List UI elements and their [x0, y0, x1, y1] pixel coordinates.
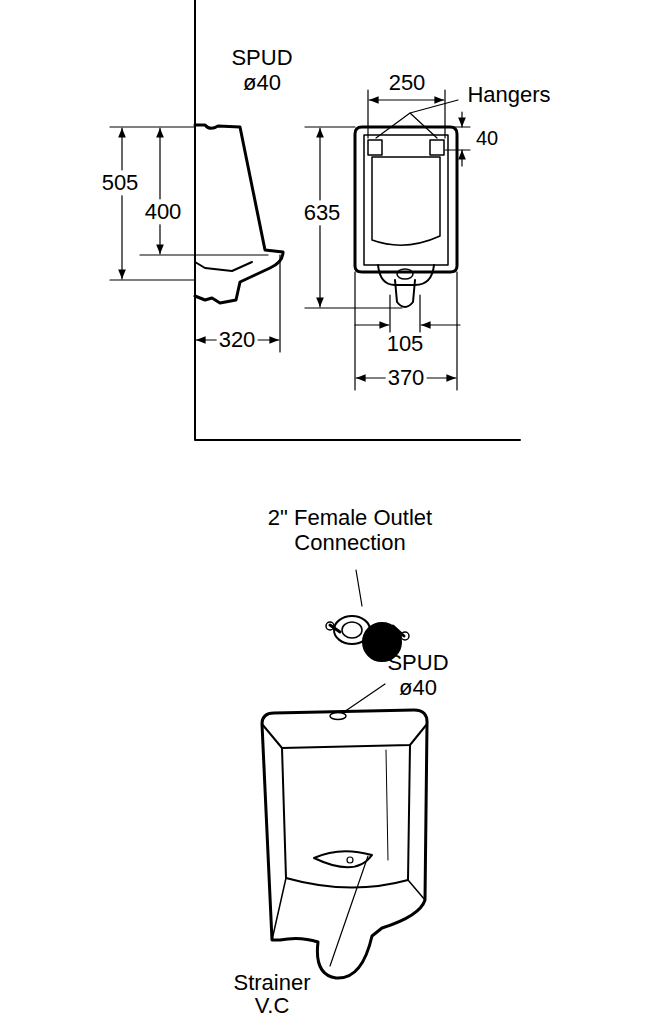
front-panel	[372, 157, 440, 245]
urinal-body	[262, 710, 427, 978]
dimension-line	[421, 324, 460, 325]
dimension-line	[369, 99, 444, 100]
strainer-hole	[347, 857, 353, 863]
wall-line	[195, 0, 520, 440]
front-inner	[364, 135, 448, 265]
hanger	[368, 140, 382, 155]
screw	[330, 625, 404, 636]
side-bowl	[195, 262, 252, 271]
front-outline	[355, 127, 457, 272]
dimension-line	[121, 128, 122, 279]
spud-label: SPUD ø40	[387, 650, 448, 701]
leader-line	[376, 100, 458, 138]
leader-line	[330, 856, 368, 966]
front-bowl	[378, 265, 434, 285]
flange	[342, 622, 362, 638]
dimension-value: 105	[387, 331, 424, 356]
extension-lines	[305, 90, 470, 390]
leader-line	[356, 570, 362, 606]
dimension-value: 635	[302, 200, 343, 225]
part-name: Hangers	[467, 82, 550, 107]
dimension-line	[355, 324, 389, 325]
part-name: 2" Female Outlet Connection	[230, 505, 470, 556]
extension-lines	[110, 127, 280, 352]
dimension-value: 370	[386, 365, 427, 390]
dimension-line	[159, 128, 160, 254]
leader-line	[344, 684, 385, 712]
urinal-rim	[262, 724, 427, 748]
urinal-edge	[272, 878, 425, 940]
dimension-line	[461, 112, 462, 127]
urinal-highlight	[386, 750, 388, 860]
dimension-value: 320	[217, 327, 258, 352]
dimension-value: 400	[143, 199, 184, 224]
strainer	[314, 851, 372, 867]
dimension-value: 250	[389, 70, 426, 95]
dimension-value: 505	[100, 170, 141, 195]
outlet	[397, 269, 413, 279]
screw	[326, 622, 334, 630]
urinal-panel	[282, 745, 410, 888]
side-profile	[195, 125, 283, 303]
part-name: Strainer V.C	[233, 971, 310, 1017]
dimension-value: 40	[476, 127, 498, 150]
spud	[330, 713, 346, 720]
dimension-line	[461, 150, 462, 166]
screw	[401, 632, 409, 640]
front-trap	[395, 280, 415, 307]
spud-label: SPUD ø40	[231, 45, 292, 96]
hanger	[430, 140, 444, 155]
